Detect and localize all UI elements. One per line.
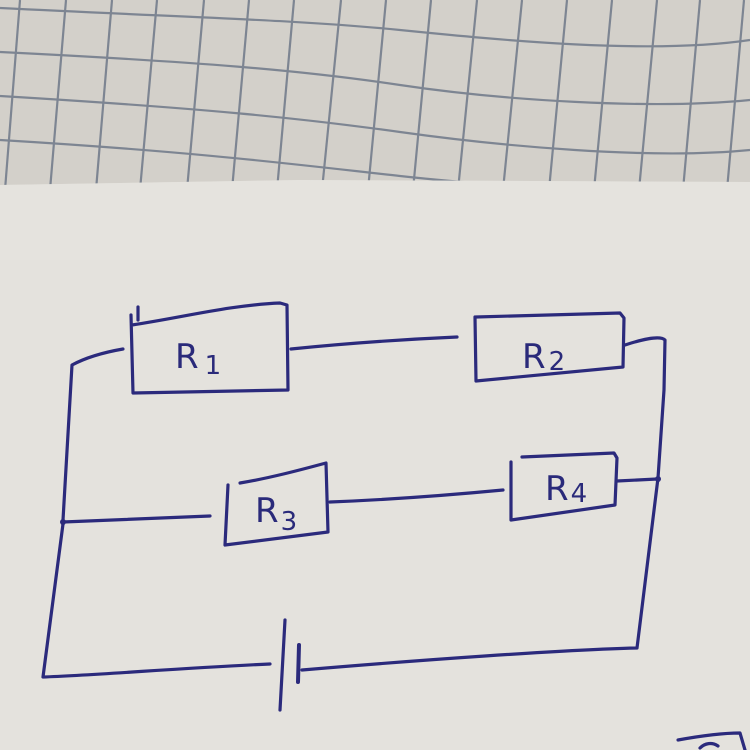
label-r3: R3 bbox=[255, 491, 297, 537]
note-paper bbox=[0, 180, 750, 750]
wire-r3-r4 bbox=[328, 488, 505, 504]
wire-left-bottom bbox=[41, 522, 272, 679]
wire-r2-right bbox=[623, 336, 667, 480]
wire-left-top bbox=[61, 347, 125, 522]
grid-paper bbox=[0, 0, 750, 197]
wire-left-r3 bbox=[61, 514, 212, 524]
resistor-r1 bbox=[129, 301, 290, 395]
wire-right-bottom bbox=[300, 476, 660, 672]
wire-r1-r2 bbox=[289, 335, 459, 351]
label-r4: R4 bbox=[545, 469, 587, 509]
wire-r4-right bbox=[615, 477, 659, 483]
resistor-r2 bbox=[473, 311, 626, 383]
battery bbox=[278, 618, 301, 712]
circuit bbox=[41, 301, 747, 750]
corner-scribble bbox=[676, 731, 747, 750]
resistor-r3 bbox=[223, 461, 330, 547]
